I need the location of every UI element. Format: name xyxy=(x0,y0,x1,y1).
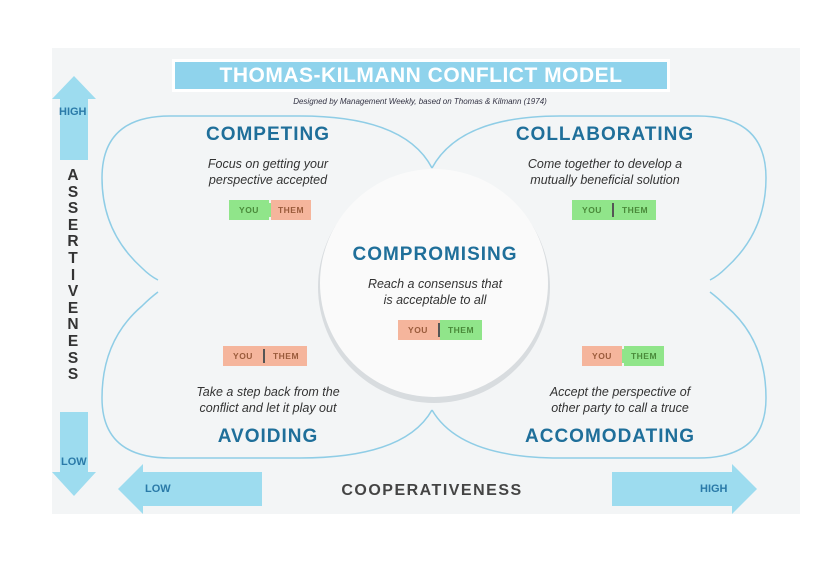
them-segment: THEM xyxy=(271,200,311,220)
avoiding-outline xyxy=(101,291,433,459)
accomodating-outline xyxy=(431,291,767,459)
accomodating-title: ACCOMODATING xyxy=(525,426,695,447)
competing-you-them-badge: YOU THEM xyxy=(229,200,311,220)
them-segment: THEM xyxy=(624,346,664,366)
badge-divider xyxy=(438,323,440,337)
cooperativeness-high-label: HIGH xyxy=(700,483,728,495)
you-segment: YOU xyxy=(229,200,269,220)
collaborating-title: COLLABORATING xyxy=(515,124,695,145)
them-segment: THEM xyxy=(447,325,475,335)
cooperativeness-low-label: LOW xyxy=(145,483,171,495)
competing-outline xyxy=(101,115,433,281)
badge-divider xyxy=(269,203,271,217)
assertiveness-arrow-down xyxy=(52,412,96,496)
collaborating-outline xyxy=(431,115,767,281)
you-segment: YOU xyxy=(233,351,253,361)
assertiveness-low-label: LOW xyxy=(61,456,87,468)
avoiding-you-them-badge: YOU THEM xyxy=(223,346,307,366)
cooperativeness-label: COOPERATIVENESS xyxy=(341,482,523,499)
assertiveness-high-label: HIGH xyxy=(59,106,87,118)
compromising-you-them-badge: YOU THEM xyxy=(398,320,482,340)
accomodating-text-1: Accept the perspective of xyxy=(549,385,691,399)
you-segment: YOU xyxy=(408,325,428,335)
collaborating-text-1: Come together to develop a xyxy=(527,157,683,171)
avoiding-text-2: conflict and let it play out xyxy=(199,401,337,415)
them-segment: THEM xyxy=(272,351,300,361)
compromising-text-1: Reach a consensus that xyxy=(367,277,503,291)
page-subtitle: Designed by Management Weekly, based on … xyxy=(293,97,547,106)
avoiding-title: AVOIDING xyxy=(217,426,319,447)
collaborating-you-them-badge: YOU THEM xyxy=(572,200,656,220)
competing-text-2: perspective accepted xyxy=(208,173,328,187)
them-segment: THEM xyxy=(621,205,649,215)
accomodating-text-2: other party to call a truce xyxy=(551,401,689,415)
compromising-text-2: is acceptable to all xyxy=(383,293,487,307)
competing-title: COMPETING xyxy=(205,124,331,145)
page-title: THOMAS-KILMANN CONFLICT MODEL xyxy=(172,59,670,92)
you-segment: YOU xyxy=(582,346,622,366)
badge-divider xyxy=(612,203,614,217)
compromising-title: COMPROMISING xyxy=(352,244,518,265)
assertiveness-letters: ASSERTIVENESS xyxy=(67,167,79,384)
compromising-circle xyxy=(320,169,548,397)
cooperativeness-arrow-left xyxy=(118,464,262,514)
avoiding-text-1: Take a step back from the xyxy=(196,385,340,399)
cooperativeness-arrow-right xyxy=(612,464,757,514)
accomodating-you-them-badge: YOU THEM xyxy=(582,346,664,366)
badge-divider xyxy=(622,349,624,363)
badge-divider xyxy=(263,349,265,363)
collaborating-text-2: mutually beneficial solution xyxy=(530,173,680,187)
you-segment: YOU xyxy=(582,205,602,215)
competing-text-1: Focus on getting your xyxy=(207,157,329,171)
assertiveness-arrow-up xyxy=(52,76,96,160)
assertiveness-label: ASSERTIVENESS xyxy=(64,167,82,384)
